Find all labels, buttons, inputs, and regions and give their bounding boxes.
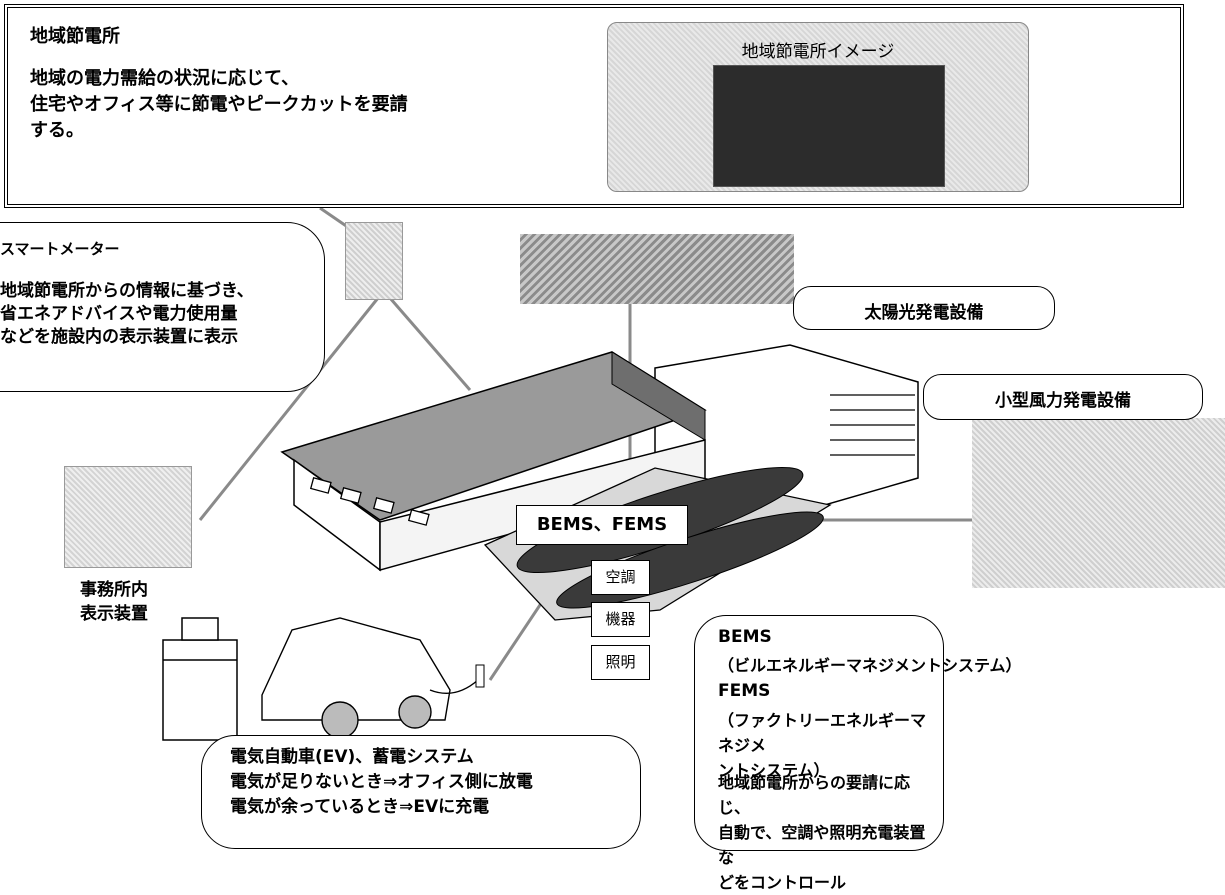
smart-meter-title: スマートメーター bbox=[0, 240, 120, 258]
control-room-photo bbox=[713, 65, 945, 187]
solar-panel-photo bbox=[520, 234, 794, 304]
bems-name: BEMS bbox=[718, 627, 772, 647]
smart-meter-device bbox=[345, 222, 403, 300]
line-meter-to-display bbox=[198, 297, 380, 521]
wind-label: 小型風力発電設備 bbox=[995, 391, 1131, 411]
bems-callout bbox=[694, 615, 944, 851]
wind-turbine-photo bbox=[972, 418, 1225, 588]
equipment-ac: 空調 bbox=[591, 560, 650, 595]
office-display-label-line: 事務所内 bbox=[80, 580, 148, 600]
smart-meter-description-line: などを施設内の表示装置に表示 bbox=[0, 327, 238, 347]
image-panel-title: 地域節電所イメージ bbox=[741, 42, 895, 62]
bems-description-line: 地域節電所からの要請に応じ、 bbox=[718, 773, 911, 817]
header-description-line: 住宅やオフィス等に節電やピークカットを要請 bbox=[30, 94, 408, 115]
header-description: 地域の電力需給の状況に応じて、 住宅やオフィス等に節電やピークカットを要請 する… bbox=[30, 66, 500, 144]
smart-meter-description-line: 地域節電所からの情報に基づき、 bbox=[0, 281, 254, 301]
header-title: 地域節電所 bbox=[30, 26, 120, 47]
office-display-photo bbox=[64, 466, 192, 568]
smart-meter-description-line: 省エネアドバイスや電力使用量 bbox=[0, 304, 238, 324]
fems-name: FEMS bbox=[718, 681, 771, 701]
factory-illustration bbox=[162, 344, 1142, 741]
ev-car bbox=[261, 617, 451, 739]
ev-description-line: 電気自動車(EV)、蓄電システム bbox=[230, 747, 474, 767]
ev-callout bbox=[201, 735, 641, 849]
office-display-label: 事務所内 表示装置 bbox=[64, 578, 164, 626]
fems-full-name-line: ントシステム） bbox=[718, 761, 830, 780]
equipment-light: 照明 bbox=[591, 645, 650, 680]
smart-meter-callout bbox=[0, 222, 325, 392]
solar-callout bbox=[793, 286, 1055, 330]
bems-full-name: （ビルエネルギーマネジメントシステム） bbox=[718, 656, 1022, 675]
office-display-label-line: 表示装置 bbox=[80, 604, 148, 624]
bems-fems-box: BEMS、FEMS bbox=[516, 505, 688, 545]
equipment-device: 機器 bbox=[591, 602, 650, 637]
wind-callout bbox=[923, 374, 1203, 420]
bems-description-line: 自動で、空調や照明充電装置な bbox=[718, 823, 926, 867]
smart-meter-description: 地域節電所からの情報に基づき、 省エネアドバイスや電力使用量 などを施設内の表示… bbox=[0, 280, 320, 349]
line-meter-to-building bbox=[388, 297, 472, 391]
battery-storage bbox=[162, 617, 238, 741]
ev-description-line: 電気が足りないとき⇒オフィス側に放電 bbox=[230, 772, 533, 792]
fems-full-name-line: （ファクトリーエネルギーマネジメ bbox=[718, 711, 927, 755]
bems-description: 地域節電所からの要請に応じ、 自動で、空調や照明充電装置な どをコントロール bbox=[718, 770, 933, 895]
control-room-image-panel: 地域節電所イメージ bbox=[607, 22, 1029, 192]
ev-description: 電気自動車(EV)、蓄電システム 電気が足りないとき⇒オフィス側に放電 電気が余… bbox=[230, 745, 630, 820]
solar-label: 太陽光発電設備 bbox=[864, 303, 984, 323]
fems-full-name: （ファクトリーエネルギーマネジメ ントシステム） bbox=[718, 708, 933, 783]
bems-description-line: どをコントロール bbox=[718, 873, 847, 892]
ev-description-line: 電気が余っているとき⇒EVに充電 bbox=[230, 797, 490, 817]
header-description-line: 地域の電力需給の状況に応じて、 bbox=[30, 68, 300, 89]
header-description-line: する。 bbox=[30, 120, 84, 141]
